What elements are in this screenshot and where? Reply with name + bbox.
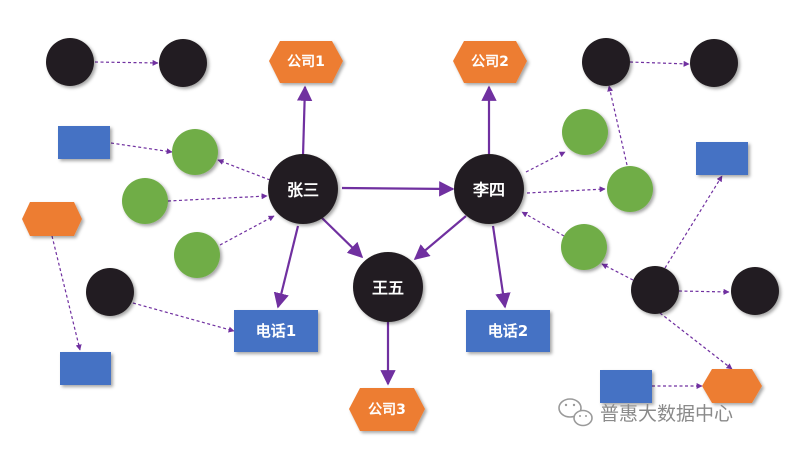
node-labels: 张三 李四 王五 公司1 公司2 公司3 电话1 电话2: [256, 54, 528, 418]
edge-blue-to-green: [110, 142, 173, 155]
edge-lisi-to-green-tr: [525, 151, 566, 173]
wangwu-label: 王五: [372, 279, 404, 298]
company-node: [702, 369, 762, 403]
green-node: [172, 129, 218, 175]
person-node: [631, 266, 679, 314]
lisi-label: 李四: [472, 181, 505, 200]
green-node: [561, 224, 607, 270]
phone1-node: [234, 310, 318, 352]
green-node: [562, 109, 608, 155]
lisi-node: [454, 154, 524, 224]
edge-tl-black-pair: [94, 59, 159, 66]
person-node: [690, 39, 738, 87]
company2-label: 公司2: [471, 54, 509, 70]
edge-green-low-to-zhangsan: [219, 215, 275, 246]
company1-label: 公司1: [287, 54, 325, 70]
edge-lisi-phone2: [491, 225, 511, 309]
edge-zhangsan-company1: [296, 85, 313, 157]
edge-zhangsan-wangwu: [321, 217, 364, 259]
phone1-label: 电话1: [256, 322, 296, 340]
green-node: [122, 178, 168, 224]
person-node: [86, 268, 134, 316]
edge-black-to-phone1: [132, 302, 235, 333]
company3-node: [349, 388, 425, 431]
phone-node: [60, 352, 111, 385]
zhangsan-node: [268, 154, 338, 224]
edge-green-right-to-black-tr: [607, 85, 628, 166]
phone-node: [58, 126, 110, 159]
phone-node: [696, 142, 748, 175]
edge-tr-black-pair: [629, 60, 690, 67]
zhangsan-label: 张三: [287, 181, 319, 200]
company2-node: [453, 41, 527, 83]
edge-lisi-to-green-right: [526, 186, 606, 194]
edge-zhangsan-lisi: [341, 181, 455, 197]
edge-black-br-to-hexagon: [659, 312, 733, 370]
company1-node: [269, 41, 343, 83]
company-node: [22, 202, 82, 236]
wechat-icon: [558, 398, 593, 427]
company3-label: 公司3: [368, 402, 406, 418]
person-node: [731, 267, 779, 315]
watermark-text: 普惠大数据中心: [600, 403, 733, 425]
phone2-label: 电话2: [488, 322, 528, 340]
phone-node: [600, 370, 652, 403]
person-node: [46, 38, 94, 86]
edge-green-mid-to-zhangsan: [167, 193, 268, 202]
green-node: [607, 166, 653, 212]
wangwu-node: [353, 252, 423, 322]
phone2-node: [466, 310, 550, 352]
watermark: 普惠大数据中心: [558, 398, 733, 427]
edge-zhangsan-phone1: [273, 225, 300, 309]
edge-lisi-wangwu: [413, 215, 467, 260]
peripheral-nodes: [22, 38, 779, 403]
edge-black-br-to-blue: [664, 175, 723, 269]
main-edges: [273, 85, 511, 386]
edge-zhangsan-to-green-top: [217, 159, 271, 181]
edge-black-br-to-black: [678, 288, 730, 295]
edge-green-low-to-lisi: [521, 211, 565, 237]
person-node: [582, 38, 630, 86]
peripheral-edges: [51, 59, 733, 389]
person-node: [159, 39, 207, 87]
green-node: [174, 232, 220, 278]
edge-black-br-to-green: [601, 263, 634, 281]
edge-hexagon-to-blue: [51, 235, 82, 351]
main-nodes: [234, 41, 550, 431]
